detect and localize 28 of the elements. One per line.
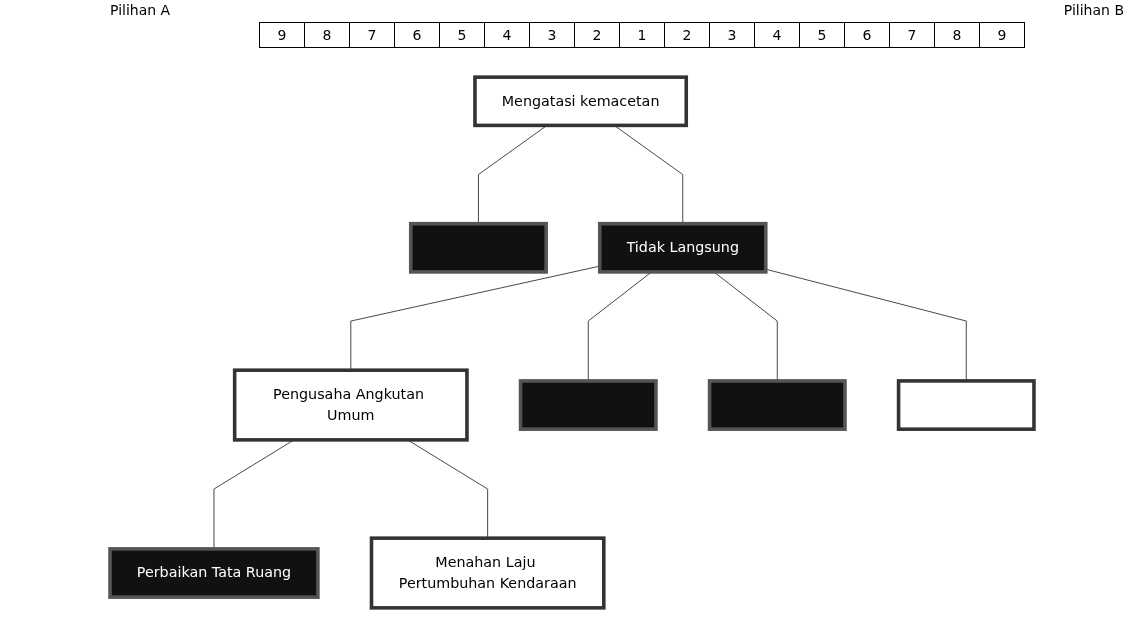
scale-cell: 6: [394, 22, 440, 48]
scale-cell: 6: [844, 22, 890, 48]
node-box: [896, 379, 1036, 431]
scale-cell: 9: [979, 22, 1025, 48]
node-box: Pengusaha Angkutan Umum: [232, 368, 469, 442]
scale-cell: 7: [889, 22, 935, 48]
scale-cell: 2: [574, 22, 620, 48]
scale-cell: 5: [439, 22, 485, 48]
scale-cell: 8: [304, 22, 350, 48]
node-box: [408, 221, 548, 274]
node-box: Mengatasi kemacetan: [473, 75, 689, 128]
node-box: Perbaikan Tata Ruang: [108, 547, 320, 599]
scale-label: Pilihan B: [1063, 2, 1124, 18]
scale-cell: 5: [799, 22, 845, 48]
node-box: Tidak Langsung: [597, 221, 768, 274]
scale-cell: 2: [664, 22, 710, 48]
scale-cell: 9: [259, 22, 305, 48]
node-box: Menahan Laju Pertumbuhan Kendaraan: [369, 536, 606, 610]
scale-cell: 8: [934, 22, 980, 48]
scale-cell: 3: [529, 22, 575, 48]
scale-cell: 4: [484, 22, 530, 48]
scale-cell: 4: [754, 22, 800, 48]
scale-cell: 7: [349, 22, 395, 48]
scale-cell: 3: [709, 22, 755, 48]
node-box: [707, 379, 847, 431]
scale-cell: 1: [619, 22, 665, 48]
node-box: [518, 379, 658, 431]
scale-label: Pilihan A: [110, 2, 171, 18]
